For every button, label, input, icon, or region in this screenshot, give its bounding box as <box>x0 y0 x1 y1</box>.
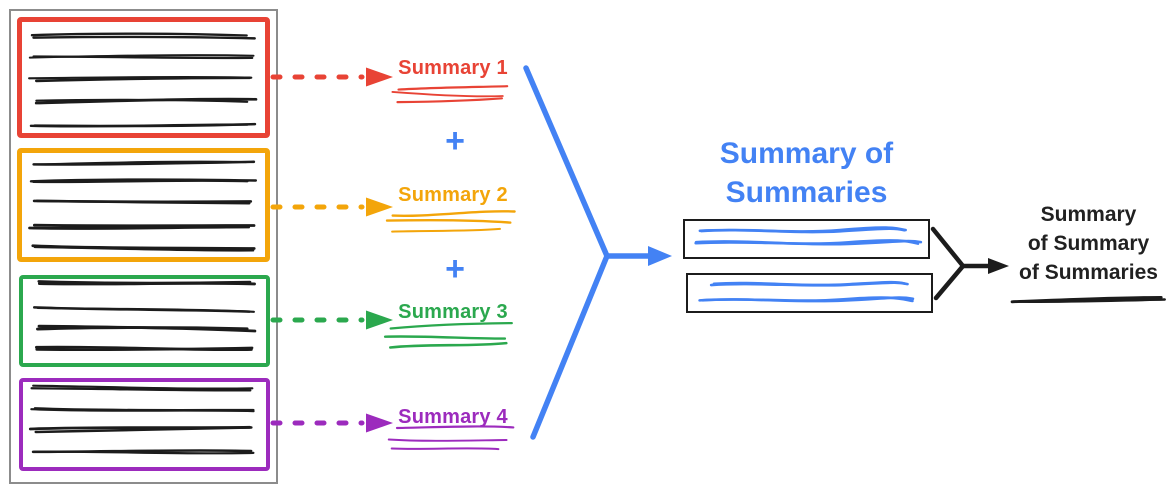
summary-of-summaries-box-1 <box>683 219 930 259</box>
summary-2-scribble <box>385 210 516 233</box>
summary-1-scribble <box>391 85 509 104</box>
summary-3-label: Summary 3 <box>398 301 508 323</box>
arrow-section-3-to-summary-3 <box>270 310 393 330</box>
summary-of-summaries-title: Summary of Summaries <box>719 137 894 209</box>
summary-4-label: Summary 4 <box>398 406 508 428</box>
summary-2-label: Summary 2 <box>398 184 508 206</box>
document-section-1-box <box>17 17 270 138</box>
document-section-4-box <box>19 378 270 471</box>
summary-4-scribble <box>387 425 515 451</box>
plus-sign-1: + <box>445 122 465 160</box>
summary-3-scribble <box>383 321 513 349</box>
document-section-3-box <box>19 275 270 367</box>
arrow-section-4-to-summary-4 <box>270 413 393 433</box>
merge-arrow <box>523 65 672 440</box>
arrow-section-2-to-summary-2 <box>270 197 393 217</box>
summary-1-label: Summary 1 <box>398 57 508 79</box>
document-section-2-box <box>17 148 270 262</box>
arrow-section-1-to-summary-1 <box>270 67 393 87</box>
plus-sign-2: + <box>445 250 465 288</box>
summary-of-summaries-box-2 <box>686 273 933 313</box>
final-arrow <box>930 226 1009 301</box>
final-summary-label: Summary of Summary of Summaries <box>1019 203 1158 284</box>
final-summary-scribble <box>1010 295 1166 304</box>
